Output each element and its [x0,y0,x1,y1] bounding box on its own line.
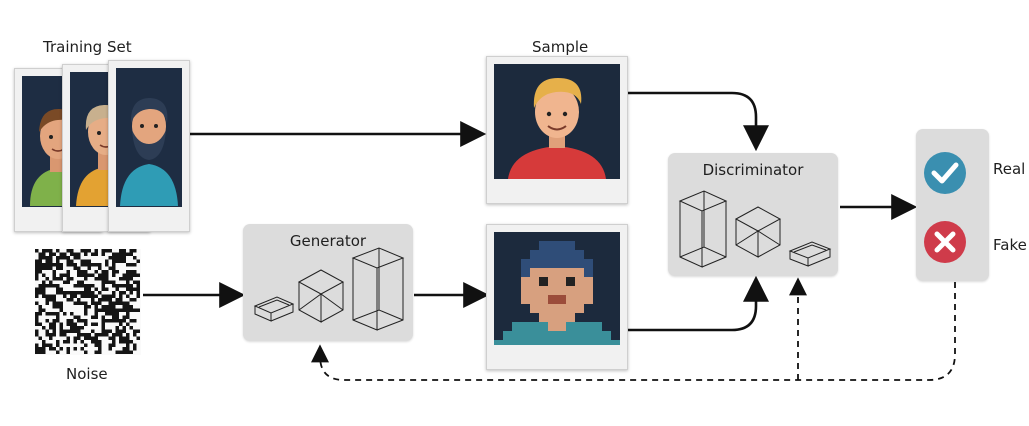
network-boxes-icon [678,190,832,268]
arrow-generated-to-discriminator [626,275,769,332]
generator-label: Generator [289,232,367,250]
pixelated-portrait-icon [486,224,628,370]
training-photo-3 [108,60,190,232]
checkmark-icon [924,152,966,194]
discriminator-label: Discriminator [702,161,804,179]
fake-badge [923,220,967,264]
network-boxes-icon [253,247,405,331]
real-badge [923,151,967,195]
sample-label: Sample [532,38,589,56]
sample-portrait-icon [486,56,628,204]
feedback-loop-arrow [311,282,956,381]
noise-label: Noise [66,365,108,383]
output-panel [916,129,989,281]
training-set-label: Training Set [43,38,132,56]
cross-icon [924,221,966,263]
discriminator-box: Discriminator [668,153,838,276]
generator-box: Generator [243,224,413,341]
noise-texture-icon [35,249,141,355]
fake-label: Fake [993,236,1027,254]
real-label: Real [993,160,1026,178]
arrow-sample-to-discriminator [626,91,769,152]
